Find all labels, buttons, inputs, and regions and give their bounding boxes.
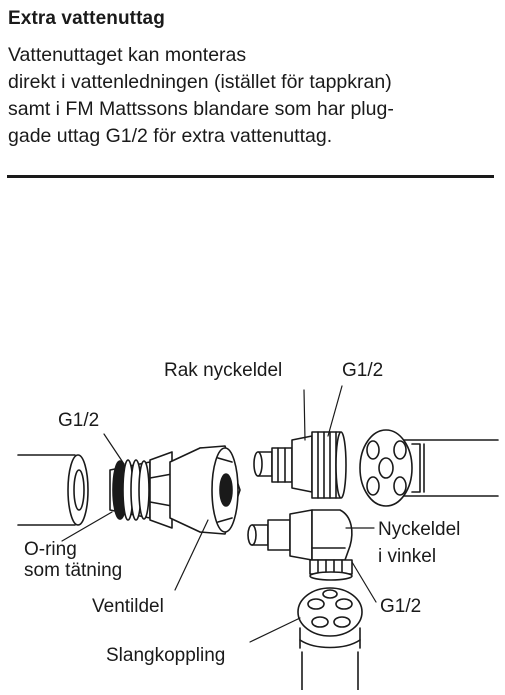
pipe-left-drawing — [17, 454, 89, 526]
label-rak-nyckeldel: Rak nyckeldel — [164, 360, 282, 381]
label-ventildel: Ventildel — [92, 596, 164, 617]
intro-line-2: direkt i vattenledningen (istället för t… — [8, 71, 392, 93]
label-nyckeldel-line-2: i vinkel — [378, 546, 436, 567]
label-g12-left: G1/2 — [58, 410, 99, 431]
slangkoppling-right-drawing — [359, 429, 499, 507]
slangkoppling-bottom-drawing — [297, 587, 363, 691]
nyckeldel-vinkel-drawing — [247, 509, 353, 581]
label-o-ring-line-2: som tätning — [24, 560, 122, 581]
ventildel-drawing — [169, 445, 241, 535]
intro-paragraph: Vattenuttaget kan monteras direkt i vatt… — [8, 42, 498, 150]
exploded-diagram: Rak nyckeldel G1/2 G1/2 O-ring som tätni… — [0, 340, 505, 691]
intro-line-4: gade uttag G1/2 för extra vattenuttag. — [8, 125, 333, 147]
section-heading: Extra vattenuttag — [8, 8, 165, 29]
intro-line-3: samt i FM Mattssons blandare som har plu… — [8, 98, 394, 120]
intro-line-1: Vattenuttaget kan monteras — [8, 44, 247, 66]
leader-lines — [61, 385, 377, 643]
o-ring-connector-drawing — [109, 451, 173, 529]
horizontal-rule — [7, 175, 494, 178]
label-g12-bottom: G1/2 — [380, 596, 421, 617]
label-slangkoppling: Slangkoppling — [106, 645, 225, 666]
rak-nyckeldel-drawing — [253, 431, 347, 499]
label-nyckeldel-line-1: Nyckeldel — [378, 519, 460, 540]
label-g12-top: G1/2 — [342, 360, 383, 381]
label-o-ring-line-1: O-ring — [24, 539, 77, 560]
